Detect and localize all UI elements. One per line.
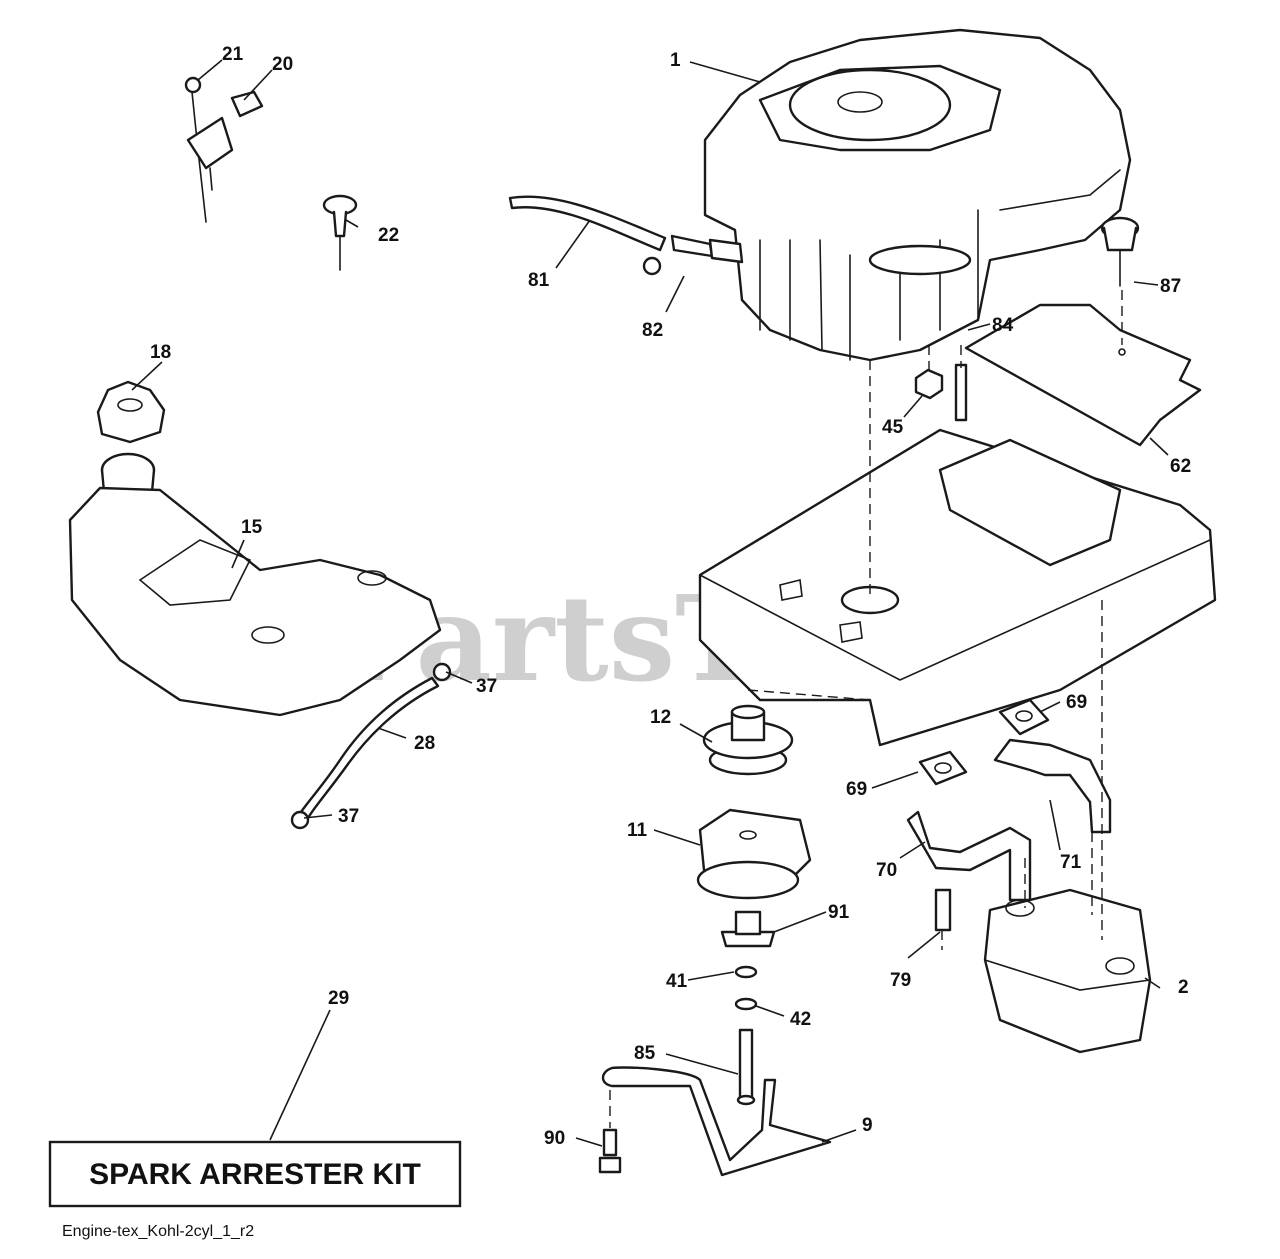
spark-arrester-kit-label: SPARK ARRESTER KIT bbox=[89, 1158, 421, 1191]
callout-87: 87 bbox=[1160, 276, 1181, 297]
callout-62: 62 bbox=[1170, 456, 1191, 477]
pulley-part bbox=[702, 704, 794, 776]
callout-15: 15 bbox=[241, 517, 263, 538]
callout-labels: 1 2 9 11 12 15 18 20 21 22 28 29 37 37 4… bbox=[150, 44, 1191, 1149]
callout-45: 45 bbox=[882, 417, 904, 438]
fuel-tank-assembly bbox=[68, 380, 442, 717]
drawing-id: Engine-tex_Kohl-2cyl_1_r2 bbox=[62, 1223, 254, 1240]
fuel-hose-assembly bbox=[508, 195, 744, 276]
leader-lines bbox=[131, 59, 1169, 1147]
callout-2: 2 bbox=[1178, 977, 1189, 998]
callout-29: 29 bbox=[328, 988, 349, 1009]
alignment-lines bbox=[609, 290, 1123, 1128]
callout-42: 42 bbox=[790, 1009, 811, 1030]
callout-41: 41 bbox=[666, 971, 688, 992]
callout-28: 28 bbox=[414, 733, 435, 754]
dipstick-tube-assembly bbox=[184, 76, 264, 223]
callout-69-upper: 69 bbox=[1066, 692, 1087, 713]
callout-81: 81 bbox=[528, 270, 550, 291]
clutch-part bbox=[696, 808, 812, 900]
callout-91: 91 bbox=[828, 902, 850, 923]
callout-21: 21 bbox=[222, 44, 244, 65]
callout-18: 18 bbox=[150, 342, 171, 363]
callout-22: 22 bbox=[378, 225, 399, 246]
nut-and-bolt bbox=[914, 363, 968, 422]
callout-79: 79 bbox=[890, 970, 911, 991]
callout-12: 12 bbox=[650, 707, 671, 728]
clutch-hardware bbox=[720, 910, 776, 1106]
plug-part bbox=[322, 194, 358, 271]
fuel-line-assembly bbox=[290, 662, 452, 830]
callout-85: 85 bbox=[634, 1043, 656, 1064]
callout-82: 82 bbox=[642, 320, 663, 341]
callout-70: 70 bbox=[876, 860, 897, 881]
callout-90: 90 bbox=[544, 1128, 565, 1149]
plate-part bbox=[964, 303, 1202, 447]
callout-37-upper: 37 bbox=[476, 676, 497, 697]
callout-84: 84 bbox=[992, 315, 1014, 336]
knob-part bbox=[1100, 216, 1140, 287]
callout-71: 71 bbox=[1060, 852, 1082, 873]
callout-69-lower: 69 bbox=[846, 779, 867, 800]
callout-37-lower: 37 bbox=[338, 806, 359, 827]
callout-20: 20 bbox=[272, 54, 293, 75]
callout-11: 11 bbox=[627, 820, 648, 841]
spark-arrester-kit: SPARK ARRESTER KIT bbox=[48, 1140, 462, 1208]
frame-part bbox=[698, 428, 1217, 747]
muffler-part bbox=[983, 888, 1152, 1054]
callout-9: 9 bbox=[862, 1115, 873, 1136]
callout-1: 1 bbox=[670, 50, 681, 71]
spark-arrester-kit-box bbox=[48, 1140, 462, 1208]
engine-part bbox=[703, 28, 1132, 362]
rod-assembly bbox=[598, 1066, 832, 1177]
